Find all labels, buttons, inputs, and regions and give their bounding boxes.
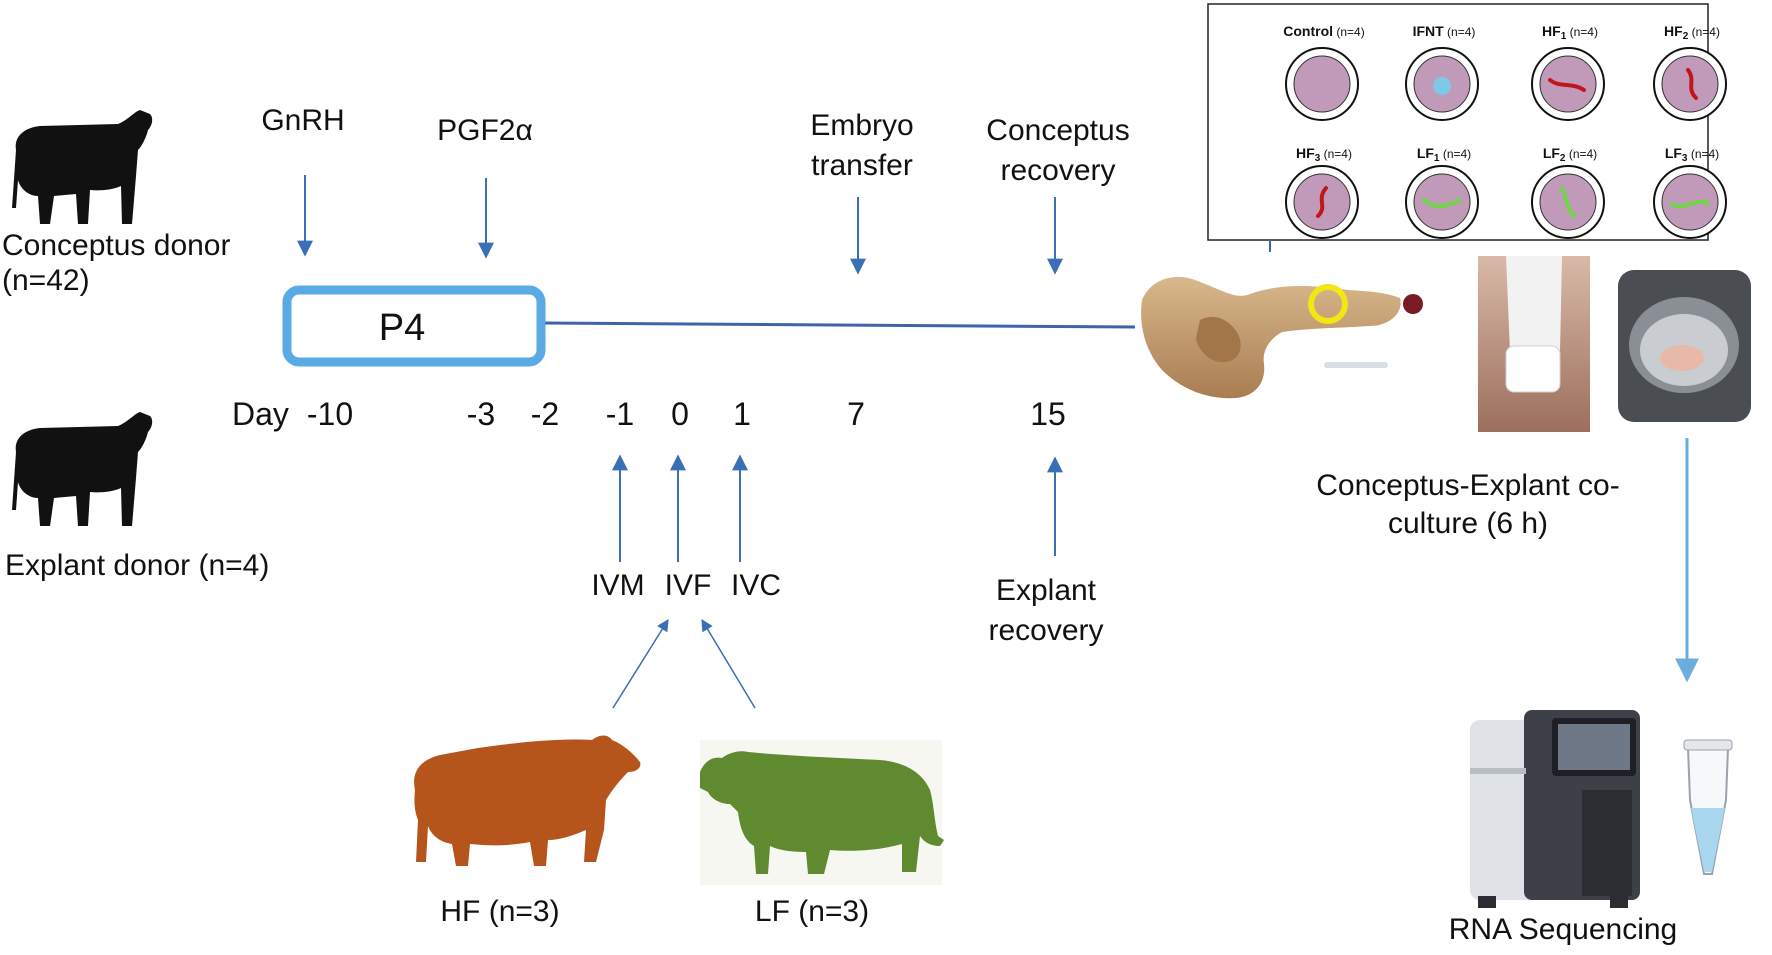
day-tick: -1 (606, 396, 634, 432)
day-tick: -10 (307, 396, 353, 432)
conceptus-location-ring (1308, 284, 1348, 324)
coculture-label-line2: culture (6 h) (1388, 507, 1548, 540)
p4-box (282, 285, 546, 367)
ivm-label: IVM (591, 569, 644, 602)
treatment-label: LF2 (n=4) (1543, 145, 1597, 164)
treatment-well: HF3 (n=4) (1285, 145, 1359, 239)
rna-sequencing-label: RNA Sequencing (1449, 913, 1678, 946)
gnrh-label: GnRH (261, 104, 344, 137)
ivc-label: IVC (731, 569, 781, 602)
lf-bull-icon (700, 751, 944, 874)
day-tick: -3 (467, 396, 495, 432)
explant-recovery-label-line1: Explant (996, 574, 1097, 607)
conceptus-recovery-label-line2: recovery (1000, 154, 1115, 187)
hf-bull-icon (414, 735, 641, 866)
explant-donor-label: Explant donor (n=4) (5, 549, 269, 582)
rna-sequencer-icon (1470, 710, 1640, 908)
day-tick: -2 (531, 396, 559, 432)
treatment-label: LF1 (n=4) (1417, 145, 1471, 164)
treatment-well: Control (n=4) (1283, 23, 1365, 121)
sample-tube-icon (1683, 739, 1733, 875)
treatment-well: HF2 (n=4) (1653, 23, 1727, 121)
treatment-label: HF3 (n=4) (1296, 145, 1352, 164)
treatment-well: LF2 (n=4) (1531, 145, 1605, 239)
treatment-well: LF1 (n=4) (1405, 145, 1479, 239)
pgf2a-label: PGF2α (437, 114, 533, 147)
day-label: Day (232, 396, 289, 432)
explant-donor-cow-icon (12, 412, 153, 526)
conceptus-donor-label: Conceptus donor (2, 229, 231, 262)
treatment-well: HF1 (n=4) (1531, 23, 1605, 121)
conceptus-donor-count: (n=42) (2, 264, 90, 297)
p4-label: P4 (379, 307, 425, 349)
treatment-grid-wells: Control (n=4) IFNT (n=4) HF1 (n=4) HF2 (n=4… (1283, 23, 1727, 239)
embryo-transfer-label-line2: transfer (811, 149, 913, 182)
coculture-label-line1: Conceptus-Explant co- (1316, 469, 1620, 502)
hf-label: HF (n=3) (440, 895, 559, 928)
ivf-label: IVF (665, 569, 712, 602)
treatment-label: HF2 (n=4) (1664, 23, 1720, 42)
conceptus-donor-cow-icon (12, 110, 153, 224)
treatment-label: IFNT (n=4) (1413, 23, 1476, 39)
treatment-label: LF3 (n=4) (1665, 145, 1719, 164)
timeline-line (542, 321, 1136, 329)
day-tick: 15 (1030, 396, 1066, 432)
hf-to-ivf-arrow (612, 618, 669, 709)
explant-recovery-label-line2: recovery (988, 614, 1103, 647)
embryo-transfer-label-line1: Embryo (810, 109, 913, 142)
day-tick: 7 (847, 396, 865, 432)
treatment-label: HF1 (n=4) (1542, 23, 1598, 42)
treatment-well: IFNT (n=4) (1405, 23, 1479, 121)
uterus-photo (1141, 276, 1423, 399)
explant-biopsy-photo (1478, 256, 1590, 432)
lf-to-ivf-arrow (701, 618, 756, 709)
lf-label: LF (n=3) (755, 895, 869, 928)
day-tick: 0 (671, 396, 689, 432)
day-tick: 1 (733, 396, 751, 432)
conceptus-recovery-label-line1: Conceptus (986, 114, 1129, 147)
culture-well-photo (1618, 270, 1751, 422)
treatment-well: LF3 (n=4) (1653, 145, 1727, 239)
treatment-label: Control (n=4) (1283, 23, 1364, 39)
